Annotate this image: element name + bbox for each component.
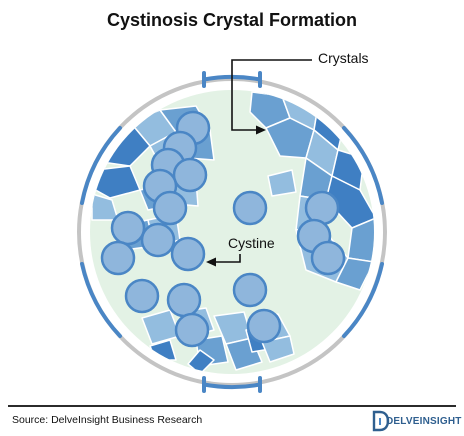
crystals-callout-arrow <box>231 59 312 131</box>
cystine-circle <box>172 157 208 193</box>
cystine-molecules <box>100 110 346 348</box>
footer-divider <box>8 405 456 407</box>
cystine-circle <box>110 210 146 246</box>
cystine-callout-arrow <box>214 254 241 263</box>
crystals-label: Crystals <box>318 50 369 66</box>
cystine-arrowhead <box>206 257 216 267</box>
logo-text: DELVEINSIGHT <box>386 416 462 427</box>
diagram-title: Cystinosis Crystal Formation <box>106 10 358 30</box>
membrane-arc-left-lower <box>80 262 122 338</box>
cystine-circle <box>232 190 268 226</box>
crystal <box>347 217 374 263</box>
cystine-circle <box>170 236 206 272</box>
cystine-circle <box>124 278 160 314</box>
cystine-circle <box>166 282 202 318</box>
cystine-circle <box>246 308 282 344</box>
cystine-circle <box>232 272 268 308</box>
cystine-label: Cystine <box>228 235 275 251</box>
membrane-arc-right-lower <box>342 262 384 338</box>
crystal <box>187 349 215 374</box>
cystine-circle <box>140 222 176 258</box>
cystine-circle <box>174 312 210 348</box>
source-text: Source: DelveInsight Business Research <box>12 414 203 426</box>
delveinsight-logo <box>372 410 390 432</box>
membrane-arc-bottom <box>202 382 262 390</box>
cystine-circle <box>100 240 136 276</box>
membrane-arcs <box>80 71 384 393</box>
logo-mark-icon <box>372 410 390 432</box>
crystals-arrowhead <box>256 125 266 135</box>
cystine-circle <box>152 190 188 226</box>
cystine-circle <box>310 240 346 276</box>
membrane-arc-right-upper <box>342 126 384 205</box>
membrane-arc-left-upper <box>80 126 122 205</box>
crystal <box>267 169 297 197</box>
crystal <box>261 335 295 363</box>
crystal <box>335 257 374 291</box>
